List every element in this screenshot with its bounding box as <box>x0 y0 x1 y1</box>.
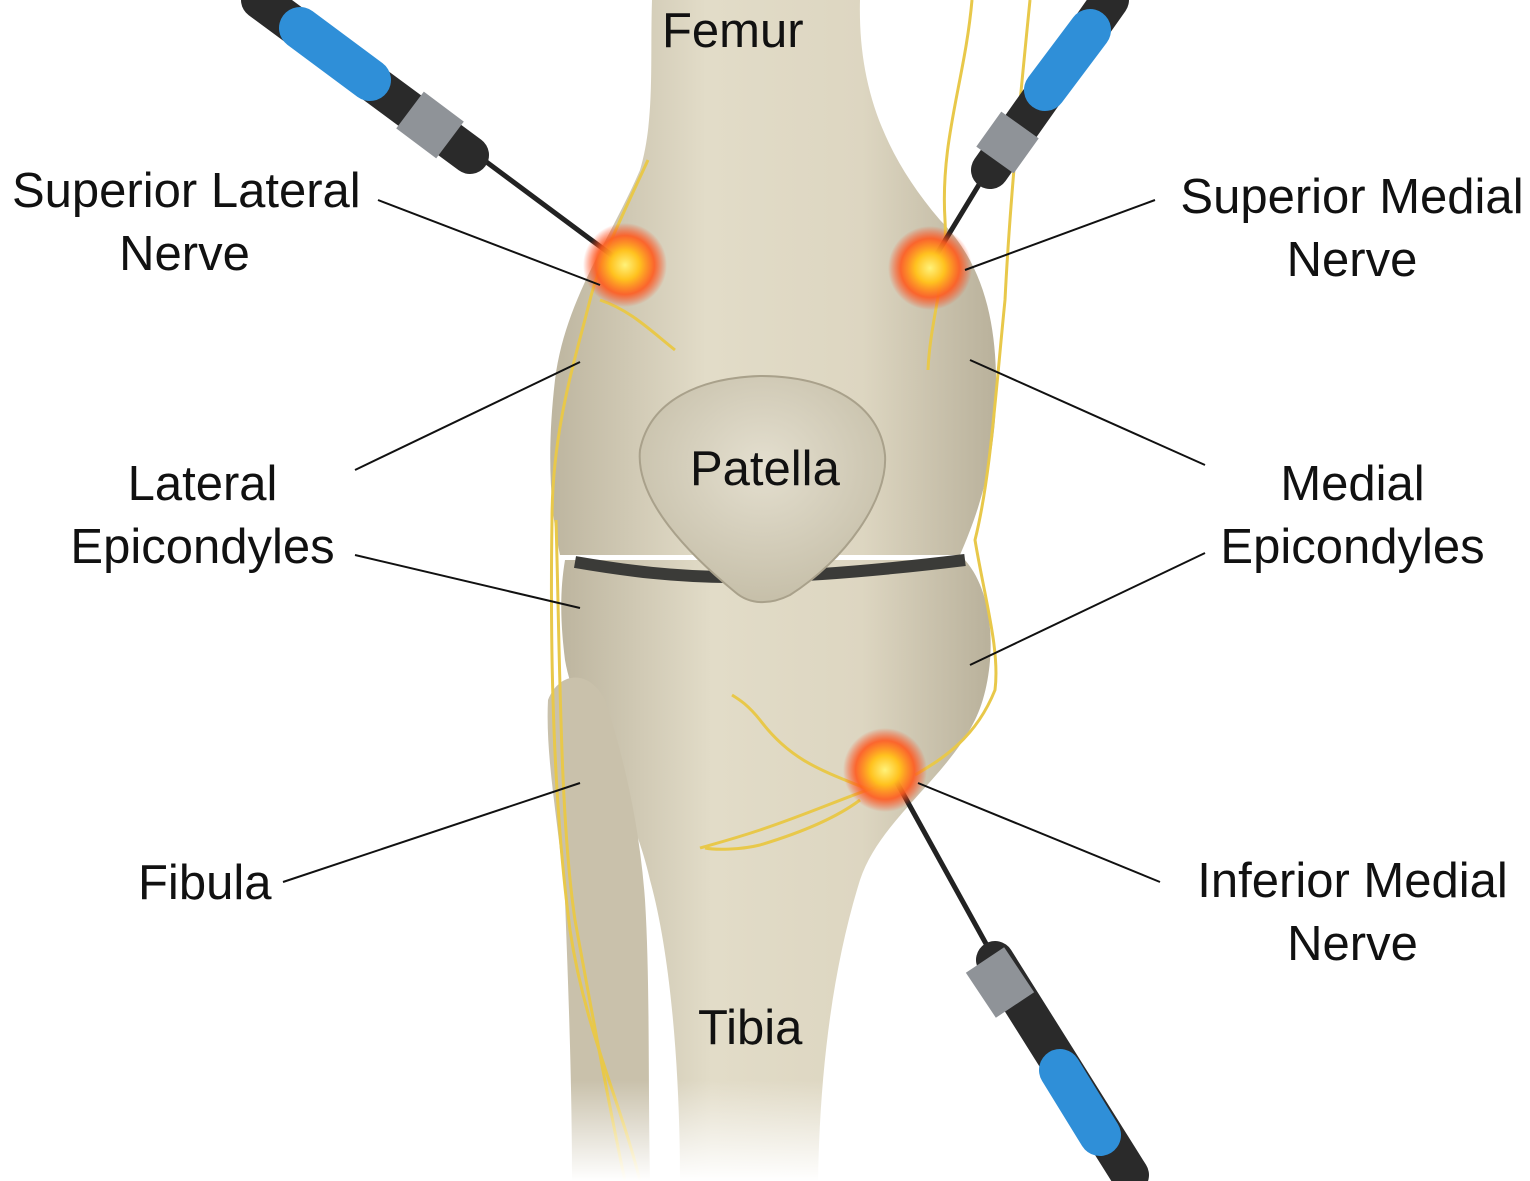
leader-superior-lateral <box>378 200 600 285</box>
label-lateral-epicondyles-line2: Epicondyles <box>60 516 345 579</box>
ablation-glow-inferior-medial <box>843 728 927 812</box>
label-superior-medial-line1: Superior Medial <box>1178 166 1526 229</box>
label-femur: Femur <box>662 0 804 63</box>
leader-lateral-epicondyle-lower <box>355 555 580 608</box>
label-superior-medial-line2: Nerve <box>1178 229 1526 292</box>
leader-inferior-medial <box>918 783 1160 882</box>
label-lateral-epicondyles-line1: Lateral <box>60 453 345 516</box>
label-fibula: Fibula <box>138 852 271 915</box>
label-medial-epicondyles-line1: Medial <box>1210 453 1495 516</box>
label-medial-epicondyles: Medial Epicondyles <box>1210 453 1495 579</box>
label-superior-lateral-line2: Nerve <box>12 223 357 286</box>
probe-superior-medial <box>932 0 1110 262</box>
label-lateral-epicondyles: Lateral Epicondyles <box>60 453 345 579</box>
label-inferior-medial-line2: Nerve <box>1185 913 1520 976</box>
leader-medial-epicondyle-lower <box>970 553 1205 665</box>
label-superior-lateral-line1: Superior Lateral <box>12 160 357 223</box>
label-medial-epicondyles-line2: Epicondyles <box>1210 516 1495 579</box>
label-superior-lateral-nerve: Superior Lateral Nerve <box>12 160 357 286</box>
label-patella: Patella <box>690 438 840 501</box>
label-tibia: Tibia <box>698 997 802 1060</box>
leader-fibula <box>283 783 580 882</box>
label-inferior-medial-nerve: Inferior Medial Nerve <box>1185 850 1520 976</box>
label-inferior-medial-line1: Inferior Medial <box>1185 850 1520 913</box>
leader-lateral-epicondyle-upper <box>355 362 580 470</box>
ablation-glow-superior-medial <box>888 226 972 310</box>
ablation-glow-superior-lateral <box>583 223 667 307</box>
leader-medial-epicondyle-upper <box>970 360 1205 465</box>
leader-superior-medial <box>965 200 1155 270</box>
label-superior-medial-nerve: Superior Medial Nerve <box>1178 166 1526 292</box>
